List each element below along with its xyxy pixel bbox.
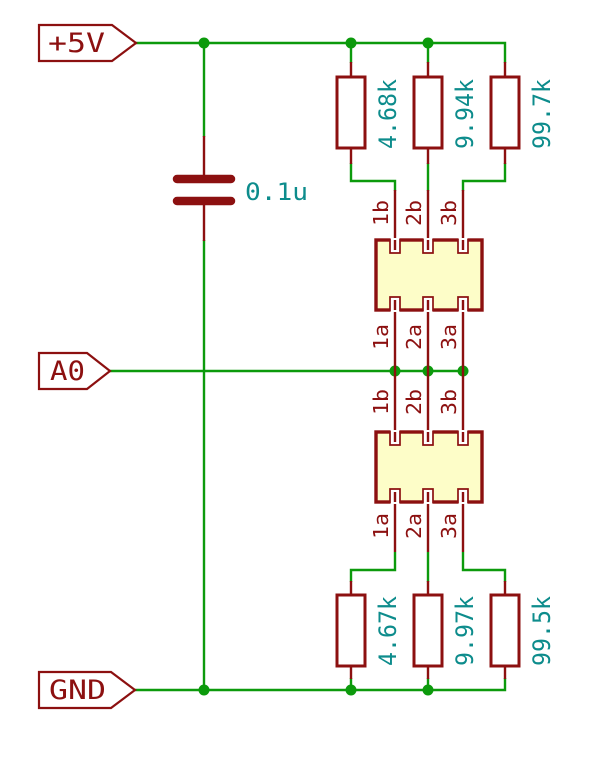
capacitor-value-label: 0.1u: [245, 178, 308, 206]
resistor-body: [412, 593, 444, 668]
net-label-5v-text: +5V: [48, 28, 105, 59]
pin-label: 3b: [437, 389, 461, 415]
pin-label: 2a: [402, 513, 426, 539]
junction-dot: [345, 684, 357, 696]
capacitor[interactable]: 0.1u: [172, 136, 308, 241]
junction-dot: [422, 37, 434, 49]
resistor-value-label: 99.7k: [528, 78, 556, 149]
net-label-gnd[interactable]: GND: [37, 670, 137, 710]
wire-5v-rail[interactable]: [136, 41, 507, 63]
resistor-body: [335, 593, 367, 668]
resistor-body: [335, 75, 367, 150]
switch-pin-stub: [393, 492, 465, 502]
junction-dot: [198, 37, 210, 49]
wire-gnd-rail[interactable]: [135, 678, 507, 692]
switch-pin-stub: [393, 432, 465, 442]
resistor-value-label: 9.94k: [451, 78, 479, 149]
resistor-top-3[interactable]: 99.7k: [489, 62, 556, 164]
resistor-value-label: 9.97k: [451, 595, 479, 666]
junction-dot: [422, 684, 434, 696]
junction-dot: [345, 37, 357, 49]
dip-switch-bottom[interactable]: 1b 2b 3b 1a 2a 3a: [369, 371, 484, 552]
net-flag-shape: [37, 670, 137, 710]
pin-label: 2b: [402, 200, 426, 226]
dip-switch-top[interactable]: 1b 2b 3b 1a 2a 3a: [369, 190, 484, 371]
resistor-value-label: 4.67k: [374, 595, 402, 666]
net-label-a0-text: A0: [50, 356, 85, 387]
resistor-body: [489, 75, 521, 150]
net-label-5v[interactable]: +5V: [37, 23, 138, 63]
net-flag-shape: [37, 23, 138, 63]
pin-label: 3b: [437, 200, 461, 226]
pin-label: 2b: [402, 389, 426, 415]
resistor-bottom-1[interactable]: 4.67k: [335, 581, 402, 679]
wire-sw2-1a-to-r4[interactable]: [349, 552, 397, 582]
pin-label: 1b: [369, 389, 393, 415]
switch-pin-stub: [393, 240, 465, 250]
pin-label: 1a: [369, 513, 393, 539]
resistor-bottom-2[interactable]: 9.97k: [412, 581, 479, 679]
junction-dot: [198, 684, 210, 696]
resistor-bottom-3[interactable]: 99.5k: [489, 581, 556, 679]
wires: [110, 41, 507, 692]
switch-pin-stub: [393, 300, 465, 310]
resistor-value-label: 99.5k: [528, 595, 556, 666]
resistor-body: [489, 593, 521, 668]
pin-label: 1b: [369, 200, 393, 226]
pin-label: 3a: [437, 513, 461, 539]
resistor-value-label: 4.68k: [374, 78, 402, 149]
pin-label: 1a: [369, 324, 393, 350]
pin-label: 3a: [437, 324, 461, 350]
net-flag-shape: [37, 351, 112, 391]
resistor-body: [412, 75, 444, 150]
pin-label: 2a: [402, 324, 426, 350]
wire-r3-to-sw1-3b[interactable]: [461, 163, 507, 191]
wire-sw2-3a-to-r6[interactable]: [461, 552, 507, 582]
resistor-top-1[interactable]: 4.68k: [335, 62, 402, 164]
net-label-gnd-text: GND: [49, 675, 106, 706]
net-label-a0[interactable]: A0: [37, 351, 112, 391]
wire-r1-to-sw1-1b[interactable]: [349, 163, 397, 191]
resistor-top-2[interactable]: 9.94k: [412, 62, 479, 164]
